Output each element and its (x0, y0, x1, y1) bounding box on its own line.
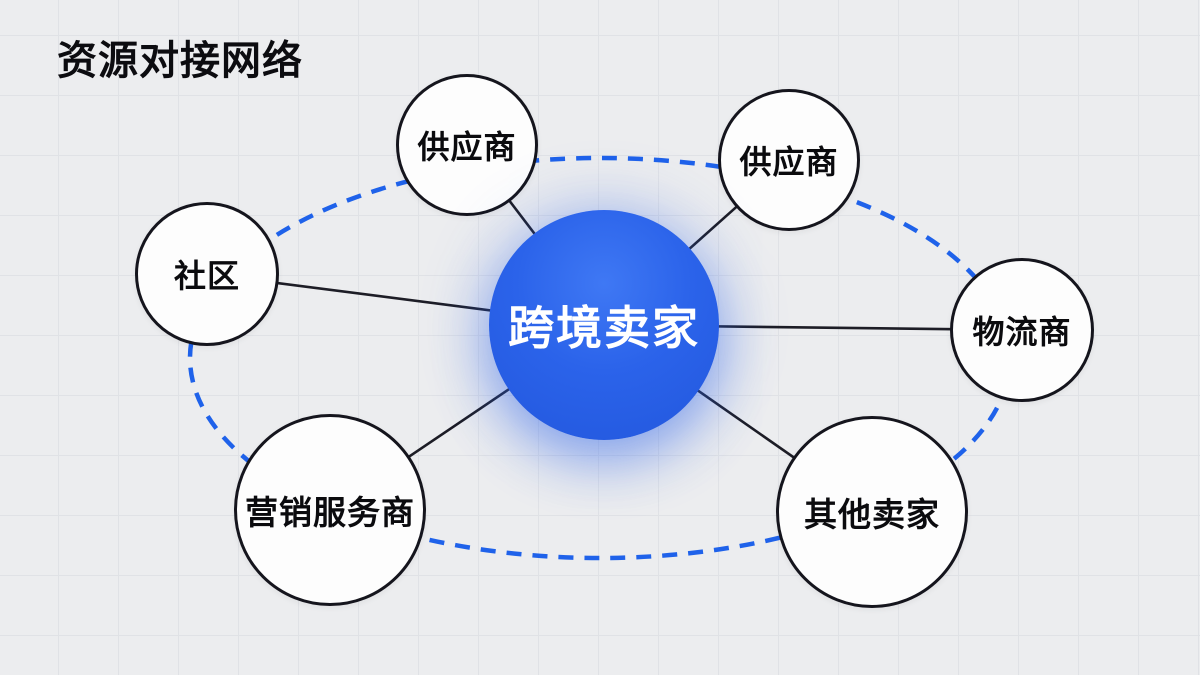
node-label: 其他卖家 (804, 496, 940, 533)
node-supplier-top-right: 供应商 (718, 89, 860, 231)
node-other-sellers: 其他卖家 (776, 416, 968, 608)
page-title: 资源对接网络 (57, 39, 303, 83)
center-node-cross-border-seller: 跨境卖家 (489, 210, 719, 440)
node-label: 社区 (173, 258, 240, 294)
node-label: 供应商 (417, 129, 517, 165)
node-logistics-provider: 物流商 (950, 258, 1094, 402)
node-label: 供应商 (739, 144, 839, 180)
node-community: 社区 (135, 202, 279, 346)
node-marketing-service-provider: 营销服务商 (234, 414, 426, 606)
node-supplier-top-left: 供应商 (396, 74, 538, 216)
node-label: 物流商 (972, 314, 1072, 350)
node-label: 营销服务商 (245, 494, 415, 531)
center-node-label: 跨境卖家 (508, 302, 700, 354)
